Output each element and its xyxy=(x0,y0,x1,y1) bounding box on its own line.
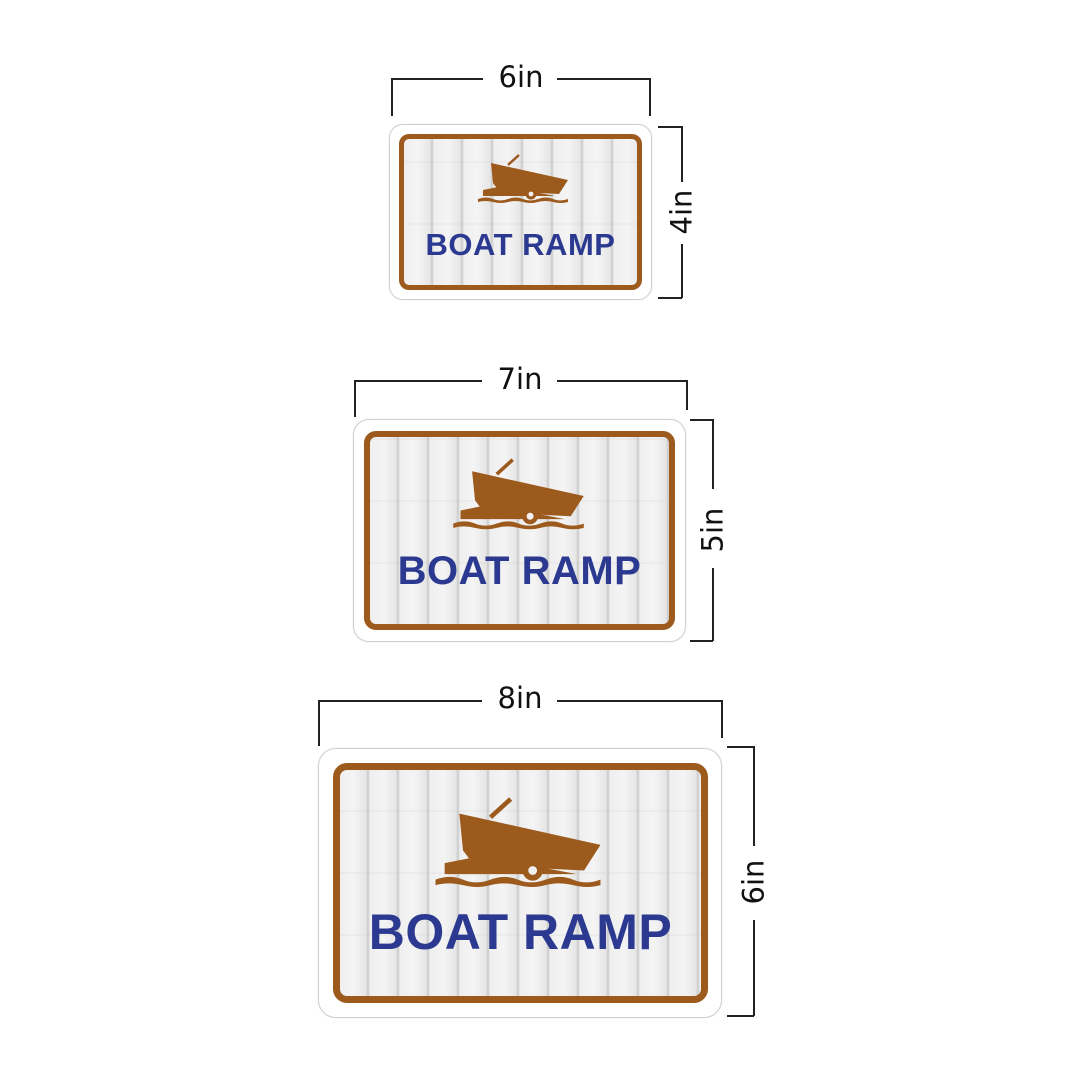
width-dimension-label: 7in xyxy=(497,362,543,396)
height-dimension-bottom-line xyxy=(753,920,755,1016)
width-dimension-right-tick xyxy=(649,78,651,116)
height-dimension-label: 4in xyxy=(664,189,699,235)
width-dimension-left-tick xyxy=(318,700,320,746)
width-dimension-label: 6in xyxy=(498,60,544,94)
sign-plate: BOAT RAMP xyxy=(353,419,686,642)
height-dimension-top-tick xyxy=(690,419,713,421)
sign-face: BOAT RAMP xyxy=(399,134,642,290)
height-dimension-top-line xyxy=(753,746,755,846)
height-dimension-bottom-tick xyxy=(727,1015,754,1017)
sign-plate: BOAT RAMP xyxy=(318,748,722,1018)
width-dimension-left-line xyxy=(391,78,483,80)
height-dimension-label: 6in xyxy=(736,859,771,905)
boat-ramp-icon xyxy=(435,797,601,887)
width-dimension-left-line xyxy=(318,700,482,702)
height-dimension-bottom-tick xyxy=(690,640,713,642)
height-dimension-bottom-line xyxy=(712,568,714,641)
sign-face: BOAT RAMP xyxy=(333,763,708,1003)
width-dimension-right-line xyxy=(557,380,687,382)
sign-plate: BOAT RAMP xyxy=(389,124,652,300)
boat-ramp-icon xyxy=(478,154,568,203)
sign-face: BOAT RAMP xyxy=(364,431,675,630)
height-dimension-top-tick xyxy=(727,746,754,748)
sign-text: BOAT RAMP xyxy=(397,549,642,593)
width-dimension-right-line xyxy=(557,78,649,80)
height-dimension-bottom-line xyxy=(681,244,683,298)
width-dimension-left-tick xyxy=(354,380,356,417)
width-dimension-label: 8in xyxy=(497,681,543,715)
boat-ramp-icon xyxy=(453,458,584,530)
height-dimension-label: 5in xyxy=(695,507,730,553)
height-dimension-top-line xyxy=(712,419,714,489)
width-dimension-right-tick xyxy=(721,700,723,738)
width-dimension-left-line xyxy=(354,380,482,382)
sign-text: BOAT RAMP xyxy=(425,227,616,262)
height-dimension-bottom-tick xyxy=(658,297,682,299)
height-dimension-top-tick xyxy=(658,126,682,128)
sign-text: BOAT RAMP xyxy=(368,904,673,960)
width-dimension-left-tick xyxy=(391,78,393,116)
width-dimension-right-line xyxy=(557,700,722,702)
height-dimension-top-line xyxy=(681,126,683,182)
width-dimension-right-tick xyxy=(686,380,688,410)
